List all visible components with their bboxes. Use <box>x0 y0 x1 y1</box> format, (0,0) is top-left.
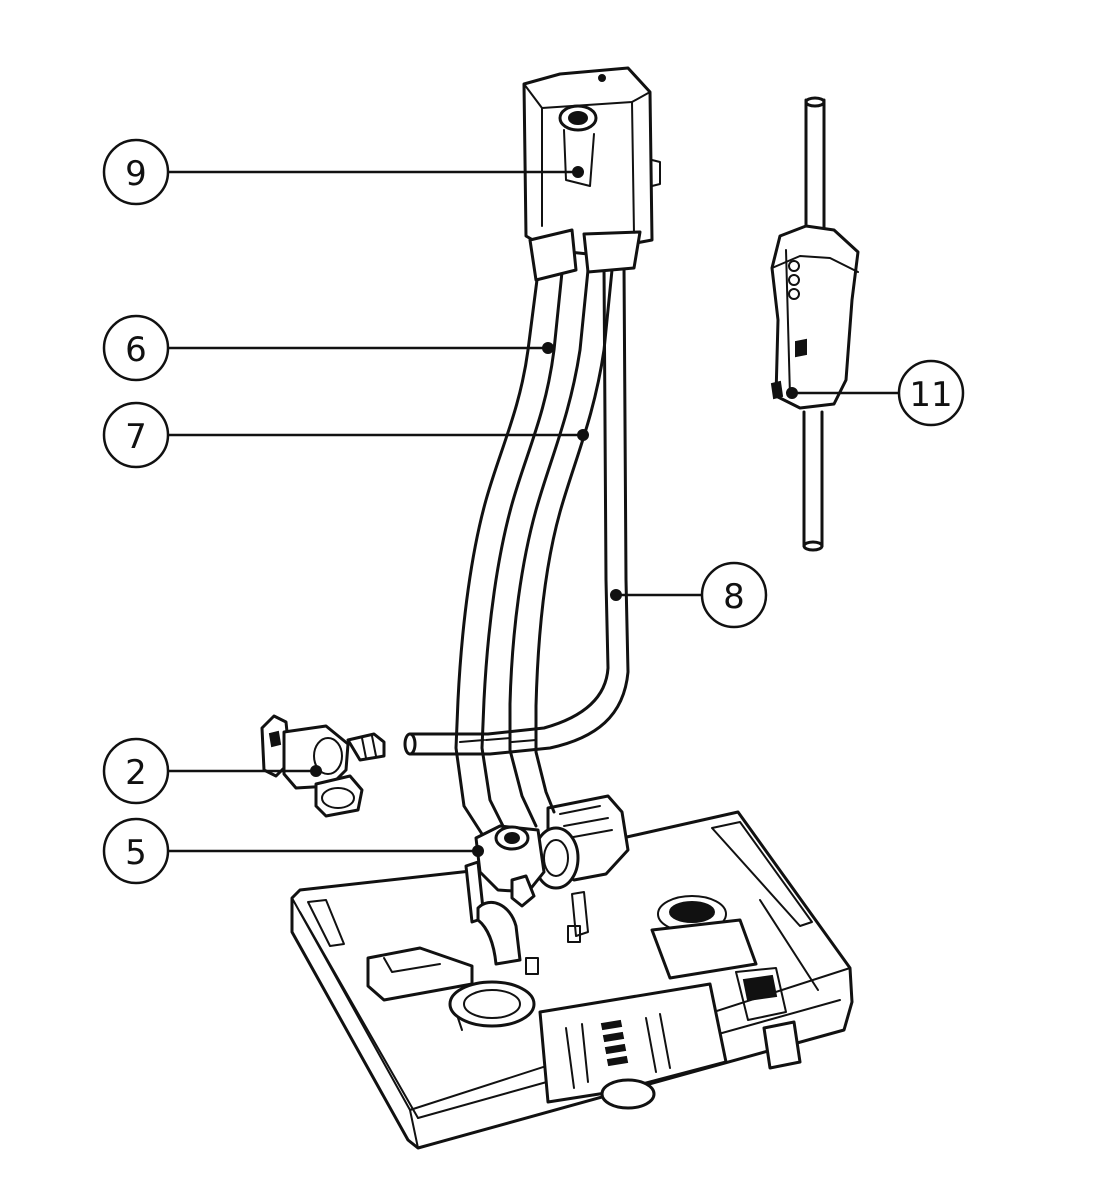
callout-8: 8 <box>610 561 768 629</box>
tubes-6-7 <box>454 268 614 836</box>
callout-label-7: 7 <box>125 417 147 457</box>
callout-label-9: 9 <box>125 154 147 194</box>
sensor-block-9 <box>522 66 661 282</box>
valve-2 <box>260 714 386 818</box>
callout-label-6: 6 <box>125 330 147 370</box>
callout-7: 7 <box>102 401 589 469</box>
callout-label-5: 5 <box>125 833 147 873</box>
callout-11: 11 <box>786 359 965 427</box>
callout-9: 9 <box>102 138 584 206</box>
tube-8 <box>403 264 630 756</box>
callout-5: 5 <box>102 817 484 885</box>
pump-assembly <box>464 794 630 966</box>
callout-2: 2 <box>102 737 322 805</box>
callout-label-2: 2 <box>125 753 147 793</box>
base-tray <box>290 810 854 1150</box>
inline-filter-11 <box>770 96 860 552</box>
callout-6: 6 <box>102 314 554 382</box>
callout-label-11: 11 <box>909 375 952 415</box>
callout-label-8: 8 <box>723 577 745 617</box>
